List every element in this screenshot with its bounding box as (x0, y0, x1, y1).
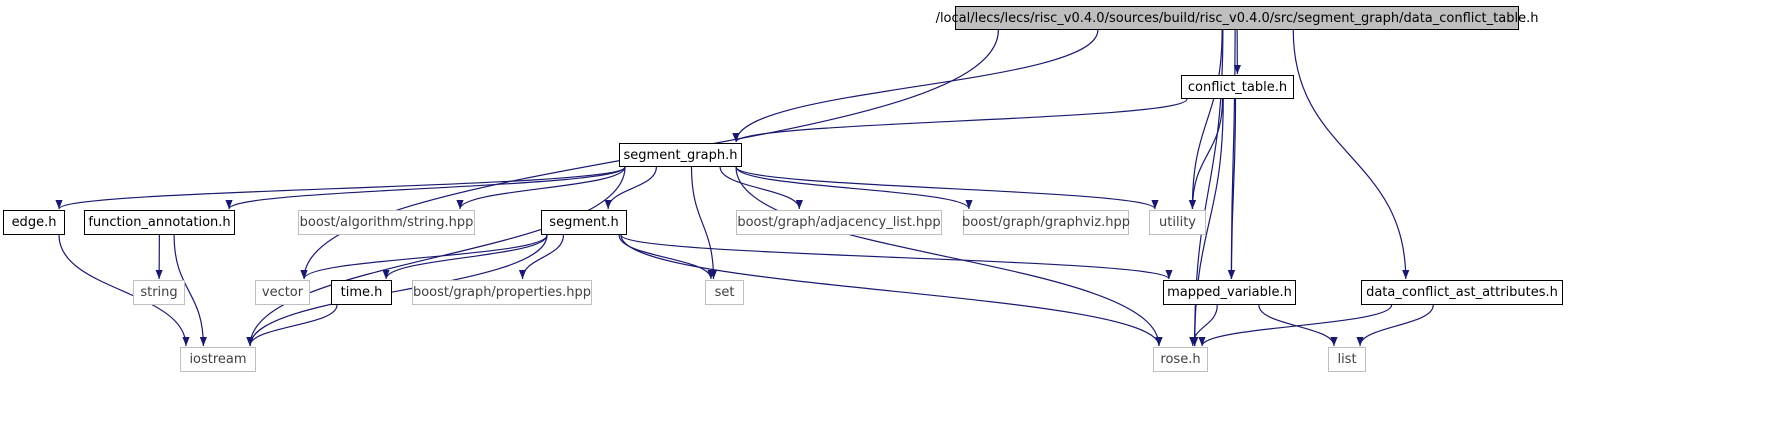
edge-conflict_table-to-segment_graph (732, 98, 1188, 143)
node-string: string (133, 280, 185, 305)
node-boost-graph-properties: boost/graph/properties.hpp (412, 280, 592, 305)
edge-root-to-data_conflict_ast (1292, 29, 1410, 280)
edge-segment-to-rose (620, 234, 1163, 347)
edge-root-to-segment_graph (732, 29, 1099, 143)
edge-segment-to-mapped_variable (620, 234, 1173, 280)
edge-edge-to-iostream (58, 234, 190, 347)
node-boost-algorithm-string: boost/algorithm/string.hpp (298, 210, 475, 235)
edge-time-to-iostream (246, 304, 338, 347)
edge-segment-to-properties (518, 234, 565, 280)
node-boost-graph-graphviz: boost/graph/graphviz.hpp (962, 210, 1130, 235)
node-conflict-table[interactable]: conflict_table.h (1181, 75, 1294, 99)
edge-mapped_variable-to-rose (1189, 304, 1218, 347)
node-edge[interactable]: edge.h (3, 210, 65, 235)
node-boost-graph-adjacency-list: boost/graph/adjacency_list.hpp (736, 210, 942, 235)
node-segment-graph[interactable]: segment_graph.h (619, 143, 742, 167)
edge-data_conflict_ast-to-list (1356, 304, 1434, 347)
edge-conflict_table-to-utility (1188, 98, 1224, 210)
edge-segment_graph-to-adjacency_list (719, 166, 803, 210)
node-vector: vector (255, 280, 310, 305)
node-data-conflict-ast-attributes[interactable]: data_conflict_ast_attributes.h (1361, 280, 1563, 305)
edge-segment-to-set (618, 234, 715, 280)
edge-segment_graph-to-graphviz (735, 166, 973, 210)
node-function-annotation[interactable]: function_annotation.h (84, 210, 235, 235)
node-iostream: iostream (180, 347, 256, 372)
edge-data_conflict_ast-to-rose (1198, 304, 1393, 347)
edge-segment_graph-to-segment (604, 166, 657, 210)
node-utility: utility (1149, 210, 1206, 235)
edge-segment_graph-to-boost_string (456, 166, 626, 210)
node-rose: rose.h (1153, 347, 1208, 372)
edge-segment-to-vector (300, 234, 548, 280)
edge-segment_graph-to-set (690, 166, 718, 280)
edge-conflict_table-to-mapped_variable (1227, 98, 1237, 280)
node-time[interactable]: time.h (331, 280, 392, 305)
edge-segment_graph-to-edge (55, 166, 626, 210)
edge-segment_graph-to-iostream (246, 166, 626, 347)
node-segment[interactable]: segment.h (541, 210, 627, 235)
node-list: list (1328, 347, 1366, 372)
edge-root-to-utility (1188, 29, 1223, 210)
edge-function_annotation-to-iostream (173, 234, 207, 347)
edge-segment-to-time (382, 234, 548, 280)
node-set: set (705, 280, 744, 305)
edge-segment_graph-to-function_annotation (225, 166, 626, 210)
edge-segment-to-iostream (246, 234, 548, 347)
edge-segment_graph-to-utility (735, 166, 1159, 210)
edge-segment_graph-to-rose (735, 166, 1163, 347)
node-mapped-variable[interactable]: mapped_variable.h (1163, 280, 1296, 305)
node-root: /local/lecs/lecs/risc_v0.4.0/sources/bui… (936, 6, 1538, 30)
